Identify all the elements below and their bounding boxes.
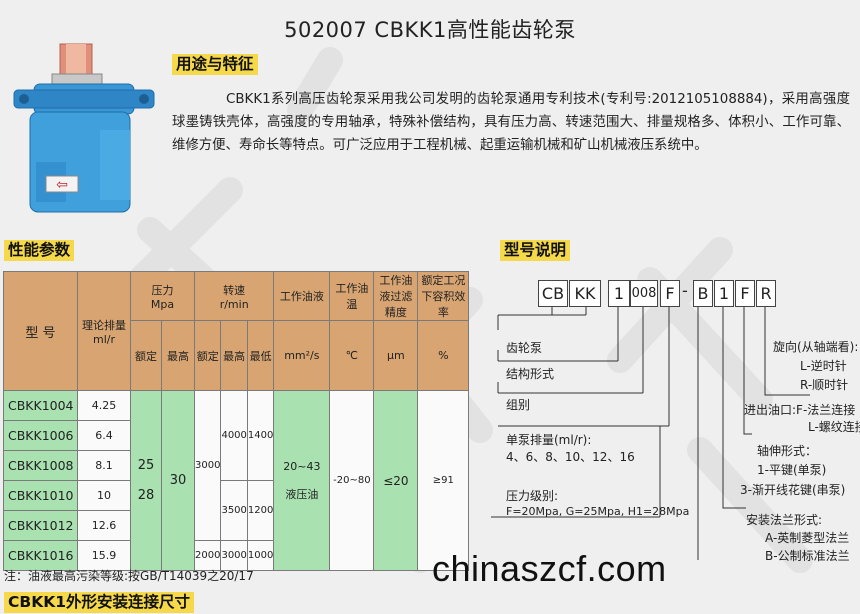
row-disp: 6.4 bbox=[77, 420, 131, 451]
rated-pressure-a: 25 bbox=[137, 458, 155, 473]
usage-heading: 用途与特征 bbox=[172, 54, 258, 75]
min-speed-b: 1200 bbox=[246, 480, 275, 541]
label-port: 进出油口:F-法兰连接 bbox=[744, 403, 856, 417]
th-model: 型 号 bbox=[3, 271, 78, 391]
max-pressure-cell: 30 bbox=[161, 390, 195, 571]
row-disp: 8.1 bbox=[77, 450, 131, 481]
max-speed-c: 3000 bbox=[220, 540, 248, 571]
performance-heading: 性能参数 bbox=[4, 240, 75, 261]
row-disp: 4.25 bbox=[77, 390, 131, 421]
label-flange-b: B-公制标准法兰 bbox=[765, 549, 850, 563]
pump-arrow-icon: ⇦ bbox=[56, 177, 68, 193]
pump-image: ⇦ bbox=[13, 43, 155, 213]
min-speed-c: 1000 bbox=[246, 540, 275, 571]
label-shaft-3: 3-渐开线花键(串泵) bbox=[740, 483, 846, 497]
code-box: 008 bbox=[630, 280, 658, 307]
th-temp: 工作油温 bbox=[329, 271, 375, 321]
th-oil: 工作油液 bbox=[273, 271, 331, 321]
page-title: 502007 CBKK1高性能齿轮泵 bbox=[284, 18, 576, 42]
th-displacement-label: 理论排量 bbox=[82, 318, 126, 332]
th-pressure-unit: Mpa bbox=[150, 297, 175, 311]
row-model: CBKK1004 bbox=[3, 390, 78, 421]
oil-cell: 20~43 液压油 bbox=[273, 390, 331, 571]
min-speed-a: 1400 bbox=[246, 390, 275, 481]
th-max-speed: 最高 bbox=[220, 320, 248, 391]
label-shaft: 轴伸形式： bbox=[757, 444, 818, 458]
row-model: CBKK1016 bbox=[3, 540, 78, 571]
th-efficiency: 额定工况下容积效率 bbox=[417, 271, 470, 321]
th-rated-speed: 额定 bbox=[193, 320, 222, 391]
code-dash: - bbox=[682, 281, 688, 300]
temp-cell: -20~80 bbox=[329, 390, 375, 571]
row-model: CBKK1012 bbox=[3, 510, 78, 541]
label-pressure-grade: 压力级别: bbox=[506, 489, 559, 503]
code-box: 1 bbox=[608, 280, 630, 307]
rated-pressure-cell: 25 28 bbox=[130, 390, 162, 571]
row-disp: 12.6 bbox=[77, 510, 131, 541]
label-group: 组别 bbox=[506, 398, 531, 412]
code-box: F bbox=[660, 280, 680, 307]
th-temp-unit: ℃ bbox=[329, 320, 375, 391]
row-model: CBKK1006 bbox=[3, 420, 78, 451]
label-pressure-values: F=20Mpa, G=25Mpa, H1=28Mpa bbox=[506, 505, 690, 518]
spec-note: 注：油液最高污染等级:按GB/T14039之20/17 bbox=[4, 569, 254, 583]
label-port-l: L-螺纹连接 bbox=[808, 420, 860, 434]
site-watermark: chinaszcf.com bbox=[432, 548, 667, 589]
label-shaft-1: 1-平键(单泵) bbox=[757, 463, 827, 477]
rated-speed-b: 2000 bbox=[193, 540, 222, 571]
rated-pressure-b: 28 bbox=[137, 488, 155, 503]
max-speed-b: 3500 bbox=[220, 480, 248, 541]
model-code-heading: 型号说明 bbox=[500, 240, 571, 261]
outline-heading: CBKK1外形安装连接尺寸 bbox=[4, 592, 194, 613]
row-model: CBKK1008 bbox=[3, 450, 78, 481]
th-speed-unit: r/min bbox=[219, 297, 249, 311]
label-flange: 安装法兰形式: bbox=[746, 513, 823, 527]
oil-type: 液压油 bbox=[285, 487, 319, 501]
label-structure: 结构形式 bbox=[506, 367, 555, 381]
code-box: CB bbox=[538, 280, 568, 307]
th-oil-unit: mm²/s bbox=[273, 320, 331, 391]
label-rotation-r: R-顺时针 bbox=[800, 378, 849, 392]
th-rated-pressure: 额定 bbox=[130, 320, 162, 391]
label-displacement: 单泵排量(ml/r): bbox=[506, 433, 592, 447]
row-disp: 15.9 bbox=[77, 540, 131, 571]
efficiency-cell: ≥91 bbox=[417, 390, 470, 571]
th-efficiency-unit: % bbox=[417, 320, 470, 391]
th-filter-unit: μm bbox=[373, 320, 419, 391]
label-rotation-l: L-逆时针 bbox=[800, 359, 847, 373]
label-gear-pump: 齿轮泵 bbox=[506, 341, 543, 355]
code-box: B bbox=[693, 280, 713, 307]
code-box: KK bbox=[569, 280, 601, 307]
th-filter: 工作油液过滤精度 bbox=[373, 271, 419, 321]
th-min-speed: 最低 bbox=[246, 320, 275, 391]
intro-text: CBKK1系列高压齿轮泵采用我公司发明的齿轮泵通用专利技术(专利号:201210… bbox=[172, 88, 850, 157]
intro-paragraph: CBKK1系列高压齿轮泵采用我公司发明的齿轮泵通用专利技术(专利号:201210… bbox=[172, 92, 850, 153]
label-displacement-values: 4、6、8、10、12、16 bbox=[506, 450, 635, 464]
code-box: 1 bbox=[714, 280, 734, 307]
row-model: CBKK1010 bbox=[3, 480, 78, 511]
max-speed-a: 4000 bbox=[220, 390, 248, 481]
code-box: F bbox=[735, 280, 755, 307]
oil-value: 20~43 bbox=[283, 459, 321, 473]
th-max-pressure: 最高 bbox=[161, 320, 195, 391]
th-speed-label: 转速 bbox=[223, 283, 246, 297]
th-displacement-unit: ml/r bbox=[93, 332, 115, 346]
th-pressure-label: 压力 bbox=[151, 283, 174, 297]
label-flange-a: A-英制菱型法兰 bbox=[765, 531, 850, 545]
code-box: R bbox=[756, 280, 776, 307]
row-disp: 10 bbox=[77, 480, 131, 511]
filter-cell: ≤20 bbox=[373, 390, 419, 571]
rated-speed-a: 3000 bbox=[193, 390, 222, 541]
label-rotation: 旋向(从轴端看): bbox=[773, 340, 859, 354]
